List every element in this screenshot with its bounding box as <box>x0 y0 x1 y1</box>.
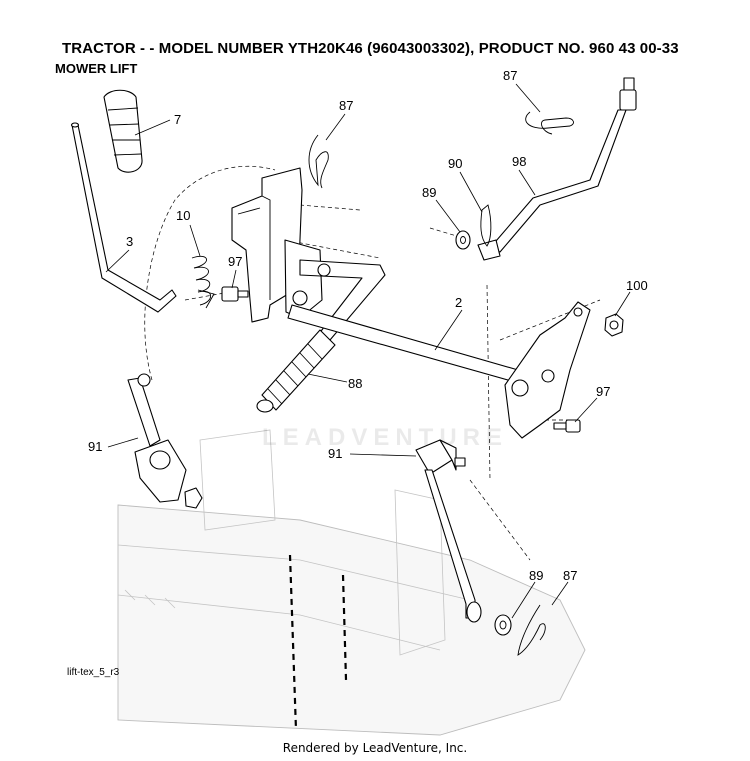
part-90-clip <box>480 204 492 247</box>
lift-arm-right <box>504 301 591 439</box>
callout-87-bottom: 87 <box>563 568 577 583</box>
page-title: TRACTOR - - MODEL NUMBER YTH20K46 (96043… <box>62 40 679 57</box>
callout-100: 100 <box>626 278 648 293</box>
footer-credit: Rendered by LeadVenture, Inc. <box>282 741 468 755</box>
part-3-handle <box>70 122 177 313</box>
part-7-handle-grip <box>103 89 143 173</box>
callout-90: 90 <box>448 156 462 171</box>
callout-87-top: 87 <box>339 98 353 113</box>
part-87-hairpin <box>517 604 546 656</box>
callout-2: 2 <box>455 295 462 310</box>
callout-10: 10 <box>176 208 190 223</box>
callout-3: 3 <box>126 234 133 249</box>
assembly-lines <box>144 165 601 561</box>
mower-deck <box>117 429 586 736</box>
part-97-bolt <box>553 419 581 433</box>
page-subtitle: MOWER LIFT <box>55 61 138 76</box>
part-98-rod <box>477 77 637 261</box>
callout-88: 88 <box>348 376 362 391</box>
callout-87-right: 87 <box>503 68 517 83</box>
callout-7: 7 <box>174 112 181 127</box>
part-89-washer <box>494 614 512 636</box>
lift-bracket <box>231 167 386 341</box>
part-97-bolt <box>221 286 249 302</box>
callout-91-right: 91 <box>328 446 342 461</box>
diagram-ref-code: lift-tex_5_r3 <box>67 667 120 678</box>
part-100-nut <box>604 313 624 337</box>
part-89-washer <box>455 230 471 250</box>
part-87-hairpin <box>525 111 574 135</box>
deck-edge-line <box>288 554 298 731</box>
callout-97-right: 97 <box>596 384 610 399</box>
part-88-spring <box>256 329 336 413</box>
callout-89-bottom: 89 <box>529 568 543 583</box>
callout-91-left: 91 <box>88 439 102 454</box>
callouts: 7 87 87 98 90 89 10 3 97 2 100 88 97 91 … <box>88 68 648 583</box>
part-89-washer-hole <box>499 620 507 630</box>
part-10-spring <box>191 256 215 309</box>
part-89-washer-hole <box>460 236 466 244</box>
callout-89-top: 89 <box>422 185 436 200</box>
part-87-hairpin <box>308 134 329 189</box>
part-91-link-right <box>415 439 482 623</box>
leader-lines <box>105 83 631 619</box>
callout-98: 98 <box>512 154 526 169</box>
watermark: LEADVENTURE <box>262 424 509 451</box>
part-91-link-left <box>127 373 203 509</box>
callout-97-left: 97 <box>228 254 242 269</box>
